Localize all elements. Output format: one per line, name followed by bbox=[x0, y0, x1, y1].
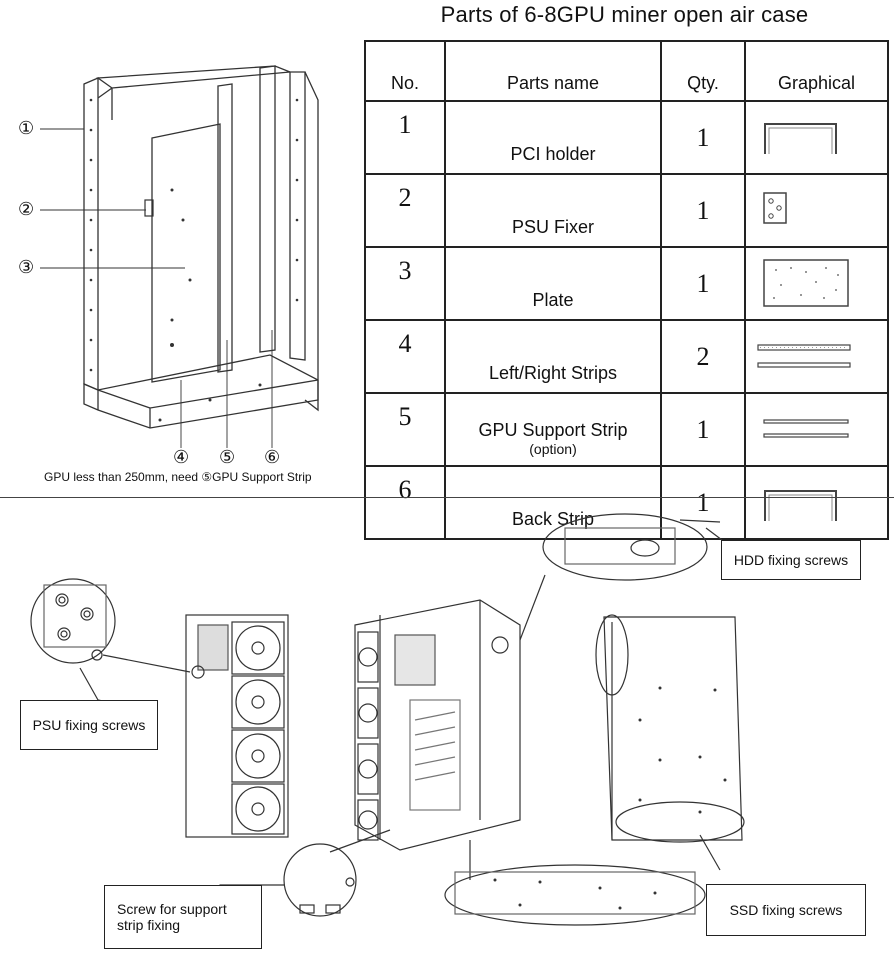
gpu-length-note: GPU less than 250mm, need ⑤GPU Support S… bbox=[44, 470, 312, 484]
row-part-name: GPU Support Strip(option) bbox=[444, 392, 662, 467]
plate-graphic bbox=[744, 246, 889, 321]
row-no: 2 bbox=[364, 173, 446, 248]
header-graphical: Graphical bbox=[744, 40, 889, 102]
callout-text: HDD fixing screws bbox=[733, 552, 849, 568]
pci-holder-graphic bbox=[744, 100, 889, 175]
row-part-name: Left/Right Strips bbox=[444, 319, 662, 394]
table-row: 1 PCI holder 1 bbox=[364, 100, 889, 175]
row-part-name: Back Strip bbox=[444, 465, 662, 540]
part-name-text: Plate bbox=[532, 290, 574, 310]
row-no: 3 bbox=[364, 246, 446, 321]
label-2: ② bbox=[18, 199, 35, 219]
pci-holder-icon bbox=[764, 122, 837, 154]
part-name-text: Left/Right Strips bbox=[488, 363, 618, 383]
label-3: ③ bbox=[18, 257, 35, 277]
part-name-text: Back Strip bbox=[511, 509, 595, 529]
part-name-text: PSU Fixer bbox=[511, 217, 594, 237]
table-row: 2 PSU Fixer 1 bbox=[364, 173, 889, 248]
row-no: 5 bbox=[364, 392, 446, 467]
row-qty: 1 bbox=[660, 465, 746, 540]
row-part-name: Plate bbox=[444, 246, 662, 321]
callout-text: SSD fixing screws bbox=[729, 902, 843, 918]
table-row: 6 Back Strip 1 bbox=[364, 465, 889, 540]
gpu-support-strip-icon bbox=[763, 418, 849, 438]
row-qty: 1 bbox=[660, 173, 746, 248]
row-no: 4 bbox=[364, 319, 446, 394]
header-no: No. bbox=[364, 40, 446, 102]
strips-graphic bbox=[744, 319, 889, 394]
row-qty: 2 bbox=[660, 319, 746, 394]
page-title: Parts of 6-8GPU miner open air case bbox=[440, 2, 809, 27]
row-qty: 1 bbox=[660, 392, 746, 467]
section-divider bbox=[0, 497, 894, 498]
label-6: ⑥ bbox=[264, 447, 281, 467]
row-part-name: PSU Fixer bbox=[444, 173, 662, 248]
support-strip-screw-callout: Screw for support strip fixing bbox=[104, 885, 262, 949]
row-qty: 1 bbox=[660, 246, 746, 321]
gpu-support-strip-graphic bbox=[744, 392, 889, 467]
table-header-row: No. Parts name Qty. Graphical bbox=[364, 40, 889, 102]
label-5: ⑤ bbox=[219, 447, 236, 467]
plate-icon bbox=[763, 258, 849, 307]
callout-text-line1: Screw for support bbox=[117, 901, 227, 917]
header-parts-name: Parts name bbox=[444, 40, 662, 102]
table-row: 4 Left/Right Strips 2 bbox=[364, 319, 889, 394]
label-1: ① bbox=[18, 118, 35, 138]
psu-fixing-screws-callout: PSU fixing screws bbox=[20, 700, 158, 750]
ssd-fixing-screws-callout: SSD fixing screws bbox=[706, 884, 866, 936]
table-row: 3 Plate 1 bbox=[364, 246, 889, 321]
psu-fixer-graphic bbox=[744, 173, 889, 248]
row-part-name: PCI holder bbox=[444, 100, 662, 175]
row-qty: 1 bbox=[660, 100, 746, 175]
table-row: 5 GPU Support Strip(option) 1 bbox=[364, 392, 889, 467]
psu-fixer-icon bbox=[763, 191, 787, 224]
callout-text-line2: strip fixing bbox=[117, 917, 181, 933]
row-no: 6 bbox=[364, 465, 446, 540]
part-name-text: GPU Support Strip bbox=[478, 420, 628, 440]
label-4: ④ bbox=[173, 447, 190, 467]
back-strip-icon bbox=[764, 489, 837, 521]
part-name-text: PCI holder bbox=[510, 144, 596, 164]
part-name-sub: (option) bbox=[529, 441, 577, 457]
callout-text: PSU fixing screws bbox=[32, 717, 146, 733]
header-qty: Qty. bbox=[660, 40, 746, 102]
hdd-fixing-screws-callout: HDD fixing screws bbox=[721, 540, 861, 580]
parts-table: No. Parts name Qty. Graphical 1 PCI hold… bbox=[364, 40, 889, 540]
row-no: 1 bbox=[364, 100, 446, 175]
strips-icon bbox=[757, 343, 851, 368]
back-strip-graphic bbox=[744, 465, 889, 540]
